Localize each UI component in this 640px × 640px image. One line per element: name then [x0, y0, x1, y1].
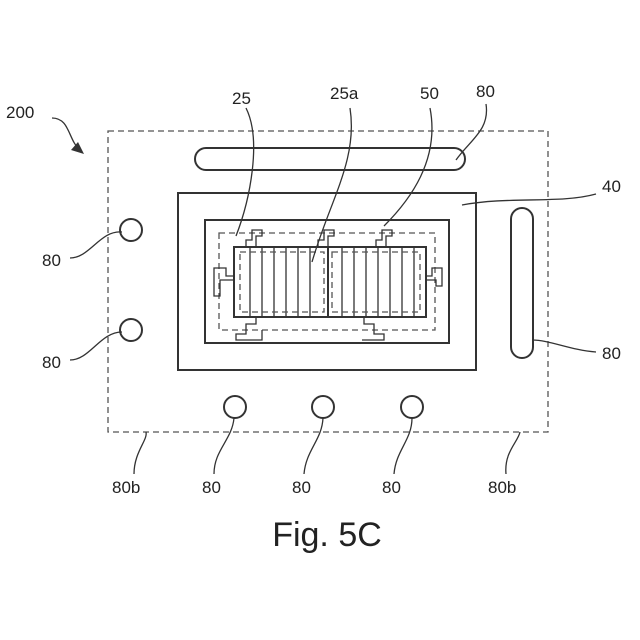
label-25: 25: [232, 89, 251, 108]
label-80-bottom-2: 80: [292, 478, 311, 497]
hole-left-bottom: [120, 319, 142, 341]
leader-80-bottom-1: [214, 418, 234, 474]
leader-80b-left: [134, 432, 146, 474]
leader-80-left-bottom: [70, 332, 122, 360]
leader-80b-right: [506, 432, 520, 474]
label-200: 200: [6, 103, 34, 122]
leader-25: [236, 108, 254, 236]
right-slot: [511, 208, 533, 358]
hole-bottom-3: [401, 396, 423, 418]
label-40: 40: [602, 177, 621, 196]
leader-80-top: [456, 104, 487, 160]
label-80-left-bottom: 80: [42, 353, 61, 372]
label-80-left-top: 80: [42, 251, 61, 270]
figure-caption: Fig. 5C: [272, 516, 382, 554]
leader-80-right: [532, 340, 596, 352]
hole-left-top: [120, 219, 142, 241]
battery-block: [234, 247, 426, 317]
leader-200-arrow: [71, 142, 84, 154]
label-80-bottom-1: 80: [202, 478, 221, 497]
label-80-right: 80: [602, 344, 621, 363]
leader-80-bottom-2: [304, 418, 323, 474]
leader-50: [384, 108, 432, 226]
hole-bottom-2: [312, 396, 334, 418]
label-80-top: 80: [476, 82, 495, 101]
connector-clips-bottom: [236, 317, 384, 340]
leader-40: [462, 194, 596, 205]
leader-80-left-top: [70, 232, 122, 258]
label-50: 50: [420, 84, 439, 103]
label-80b-right: 80b: [488, 478, 516, 497]
label-80-bottom-3: 80: [382, 478, 401, 497]
hole-bottom-1: [224, 396, 246, 418]
label-25a: 25a: [330, 84, 359, 103]
label-80b-left: 80b: [112, 478, 140, 497]
leader-80-bottom-3: [394, 418, 412, 474]
